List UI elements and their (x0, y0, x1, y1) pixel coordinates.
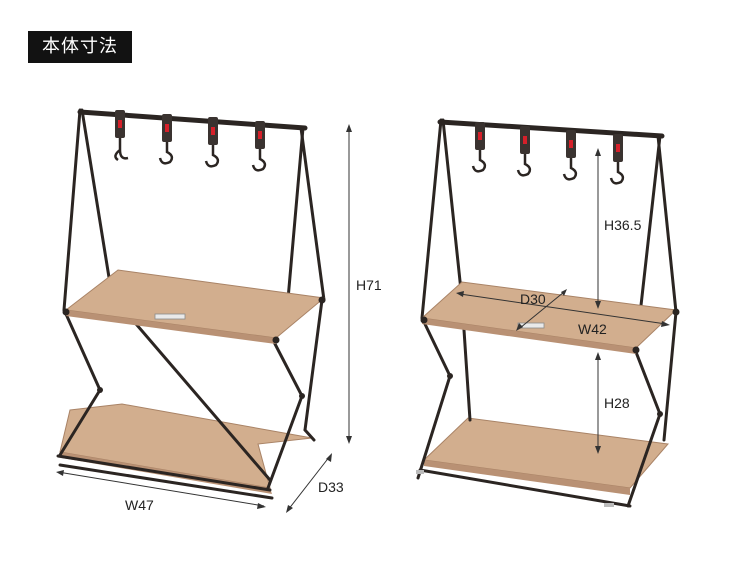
section-title-badge: 本体寸法 (28, 31, 132, 63)
right-hook-2 (516, 126, 532, 177)
right-hook-1 (471, 122, 487, 173)
height-total-label: H71 (356, 277, 382, 293)
shelf-tag (154, 313, 186, 320)
right-dimension-lines (456, 148, 670, 454)
shelf-width-label: W42 (578, 321, 607, 337)
left-rack (56, 108, 326, 500)
left-hook-1 (114, 110, 129, 162)
left-hook-4 (251, 121, 267, 172)
right-rack (416, 118, 680, 508)
shelf-gap-label: H28 (604, 395, 630, 411)
depth-label: D33 (318, 479, 344, 495)
right-bottom-shelf (422, 417, 669, 489)
left-hook-3 (204, 117, 220, 168)
right-hook-3 (562, 130, 578, 181)
shelf-depth-label: D30 (520, 291, 546, 307)
left-dimension-lines (56, 124, 352, 513)
left-hook-2 (158, 114, 174, 165)
right-hook-4 (609, 134, 625, 185)
width-label: W47 (125, 497, 154, 513)
hook-height-label: H36.5 (604, 217, 642, 233)
